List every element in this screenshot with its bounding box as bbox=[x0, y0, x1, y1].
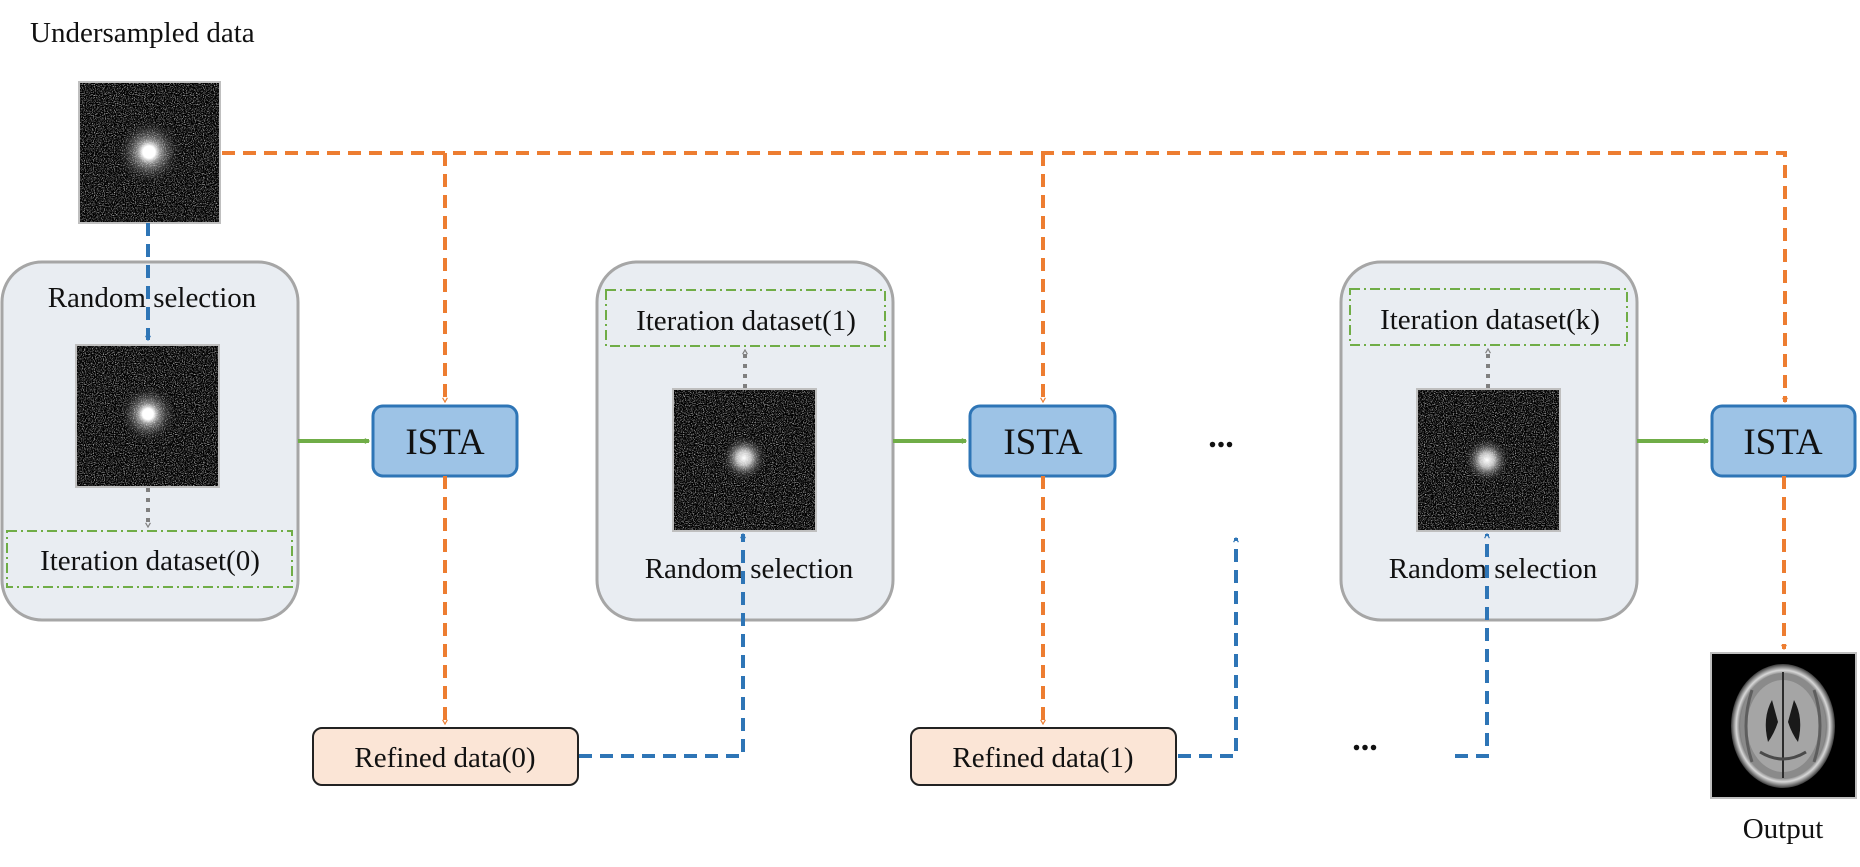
iteration-dataset-label-0: Iteration dataset(0) bbox=[40, 545, 260, 577]
iteration-dataset-box-0 bbox=[6, 530, 293, 588]
diagram-title: Undersampled data bbox=[30, 17, 255, 49]
blue-arrow-refined1-to-next bbox=[1178, 536, 1239, 758]
orange-bus-line bbox=[222, 151, 1788, 404]
refined-data-label-1: Refined data(1) bbox=[952, 742, 1133, 774]
orange-ista-outputs bbox=[442, 476, 1787, 726]
refined-data-label-0: Refined data(0) bbox=[354, 742, 535, 774]
blue-flows bbox=[145, 223, 1490, 758]
blue-arrow-refined0-to-panel1 bbox=[579, 532, 746, 758]
random-selection-label-0: Random selection bbox=[48, 282, 257, 314]
iteration-dataset-box-2 bbox=[1349, 288, 1628, 346]
ista-label-2: ISTA bbox=[1743, 422, 1823, 463]
refined-data-box-0: Refined data(0) bbox=[312, 727, 579, 786]
blue-arrow-to-panel2 bbox=[1455, 532, 1490, 758]
gray-flows bbox=[145, 347, 1491, 529]
random-selection-label-1: Random selection bbox=[645, 553, 854, 585]
ista-block-0: ISTA bbox=[371, 404, 519, 478]
iteration-dataset-label-1: Iteration dataset(1) bbox=[636, 305, 856, 337]
orange-broadcast-lines bbox=[222, 151, 1788, 404]
ista-label-0: ISTA bbox=[405, 422, 485, 463]
ista-block-2: ISTA bbox=[1710, 404, 1857, 478]
undersampled-kspace-image bbox=[78, 81, 221, 224]
ellipsis-bottom: ... bbox=[1352, 721, 1378, 758]
refined-data-box-1: Refined data(1) bbox=[910, 727, 1177, 786]
ista-label-1: ISTA bbox=[1003, 422, 1083, 463]
random-selection-label-2: Random selection bbox=[1389, 553, 1598, 585]
ellipsis-middle: ... bbox=[1208, 418, 1234, 455]
iteration-dataset-box-1 bbox=[605, 289, 886, 347]
panel-2: Iteration dataset(k) Random selection bbox=[1339, 260, 1639, 622]
output-label: Output bbox=[1743, 813, 1824, 845]
panel-0: Random selection Iteration dataset(0) bbox=[0, 260, 300, 622]
panel-1: Iteration dataset(1) Random selection bbox=[595, 260, 895, 622]
ista-block-1: ISTA bbox=[968, 404, 1117, 478]
output-brain-mri-image bbox=[1710, 652, 1857, 799]
iteration-dataset-label-2: Iteration dataset(k) bbox=[1380, 304, 1600, 336]
